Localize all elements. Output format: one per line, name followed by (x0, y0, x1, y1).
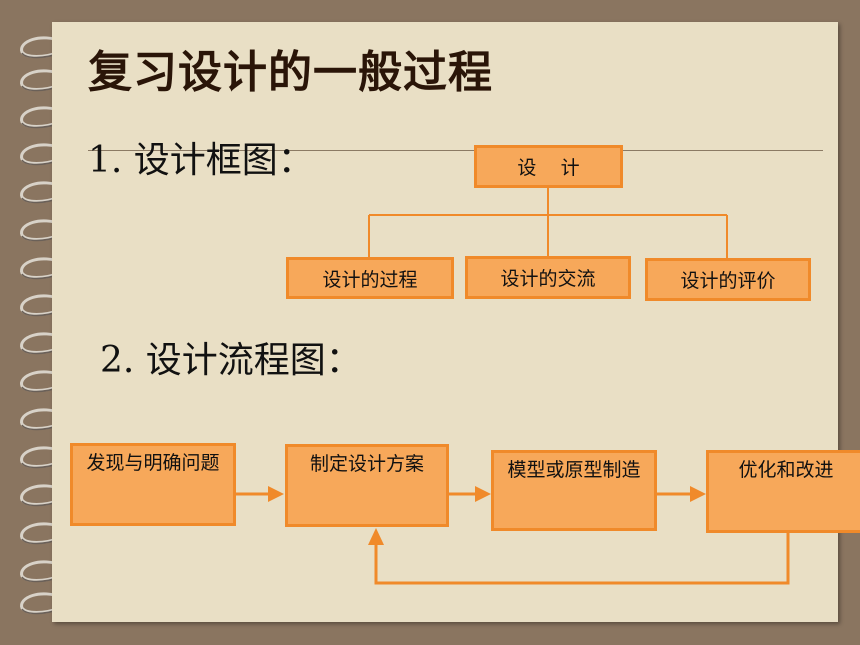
heading-design-flowchart: 2. 设计流程图： (100, 340, 362, 381)
heading-design-diagram: 1. 设计框图： (88, 140, 314, 181)
title-divider (88, 150, 823, 151)
flow-step-prototype: 模型或原型制造 (491, 450, 657, 531)
flow-step-optimize: 优化和改进 (706, 450, 860, 533)
tree-child-evaluation: 设计的评价 (645, 258, 811, 301)
tree-child-communication: 设计的交流 (465, 256, 631, 299)
slide-title: 复习设计的一般过程 (88, 47, 493, 98)
tree-root-box: 设 计 (474, 145, 623, 188)
tree-child-process: 设计的过程 (286, 257, 454, 299)
flow-step-design-plan: 制定设计方案 (285, 444, 449, 527)
flow-step-identify-problem: 发现与明确问题 (70, 443, 236, 526)
